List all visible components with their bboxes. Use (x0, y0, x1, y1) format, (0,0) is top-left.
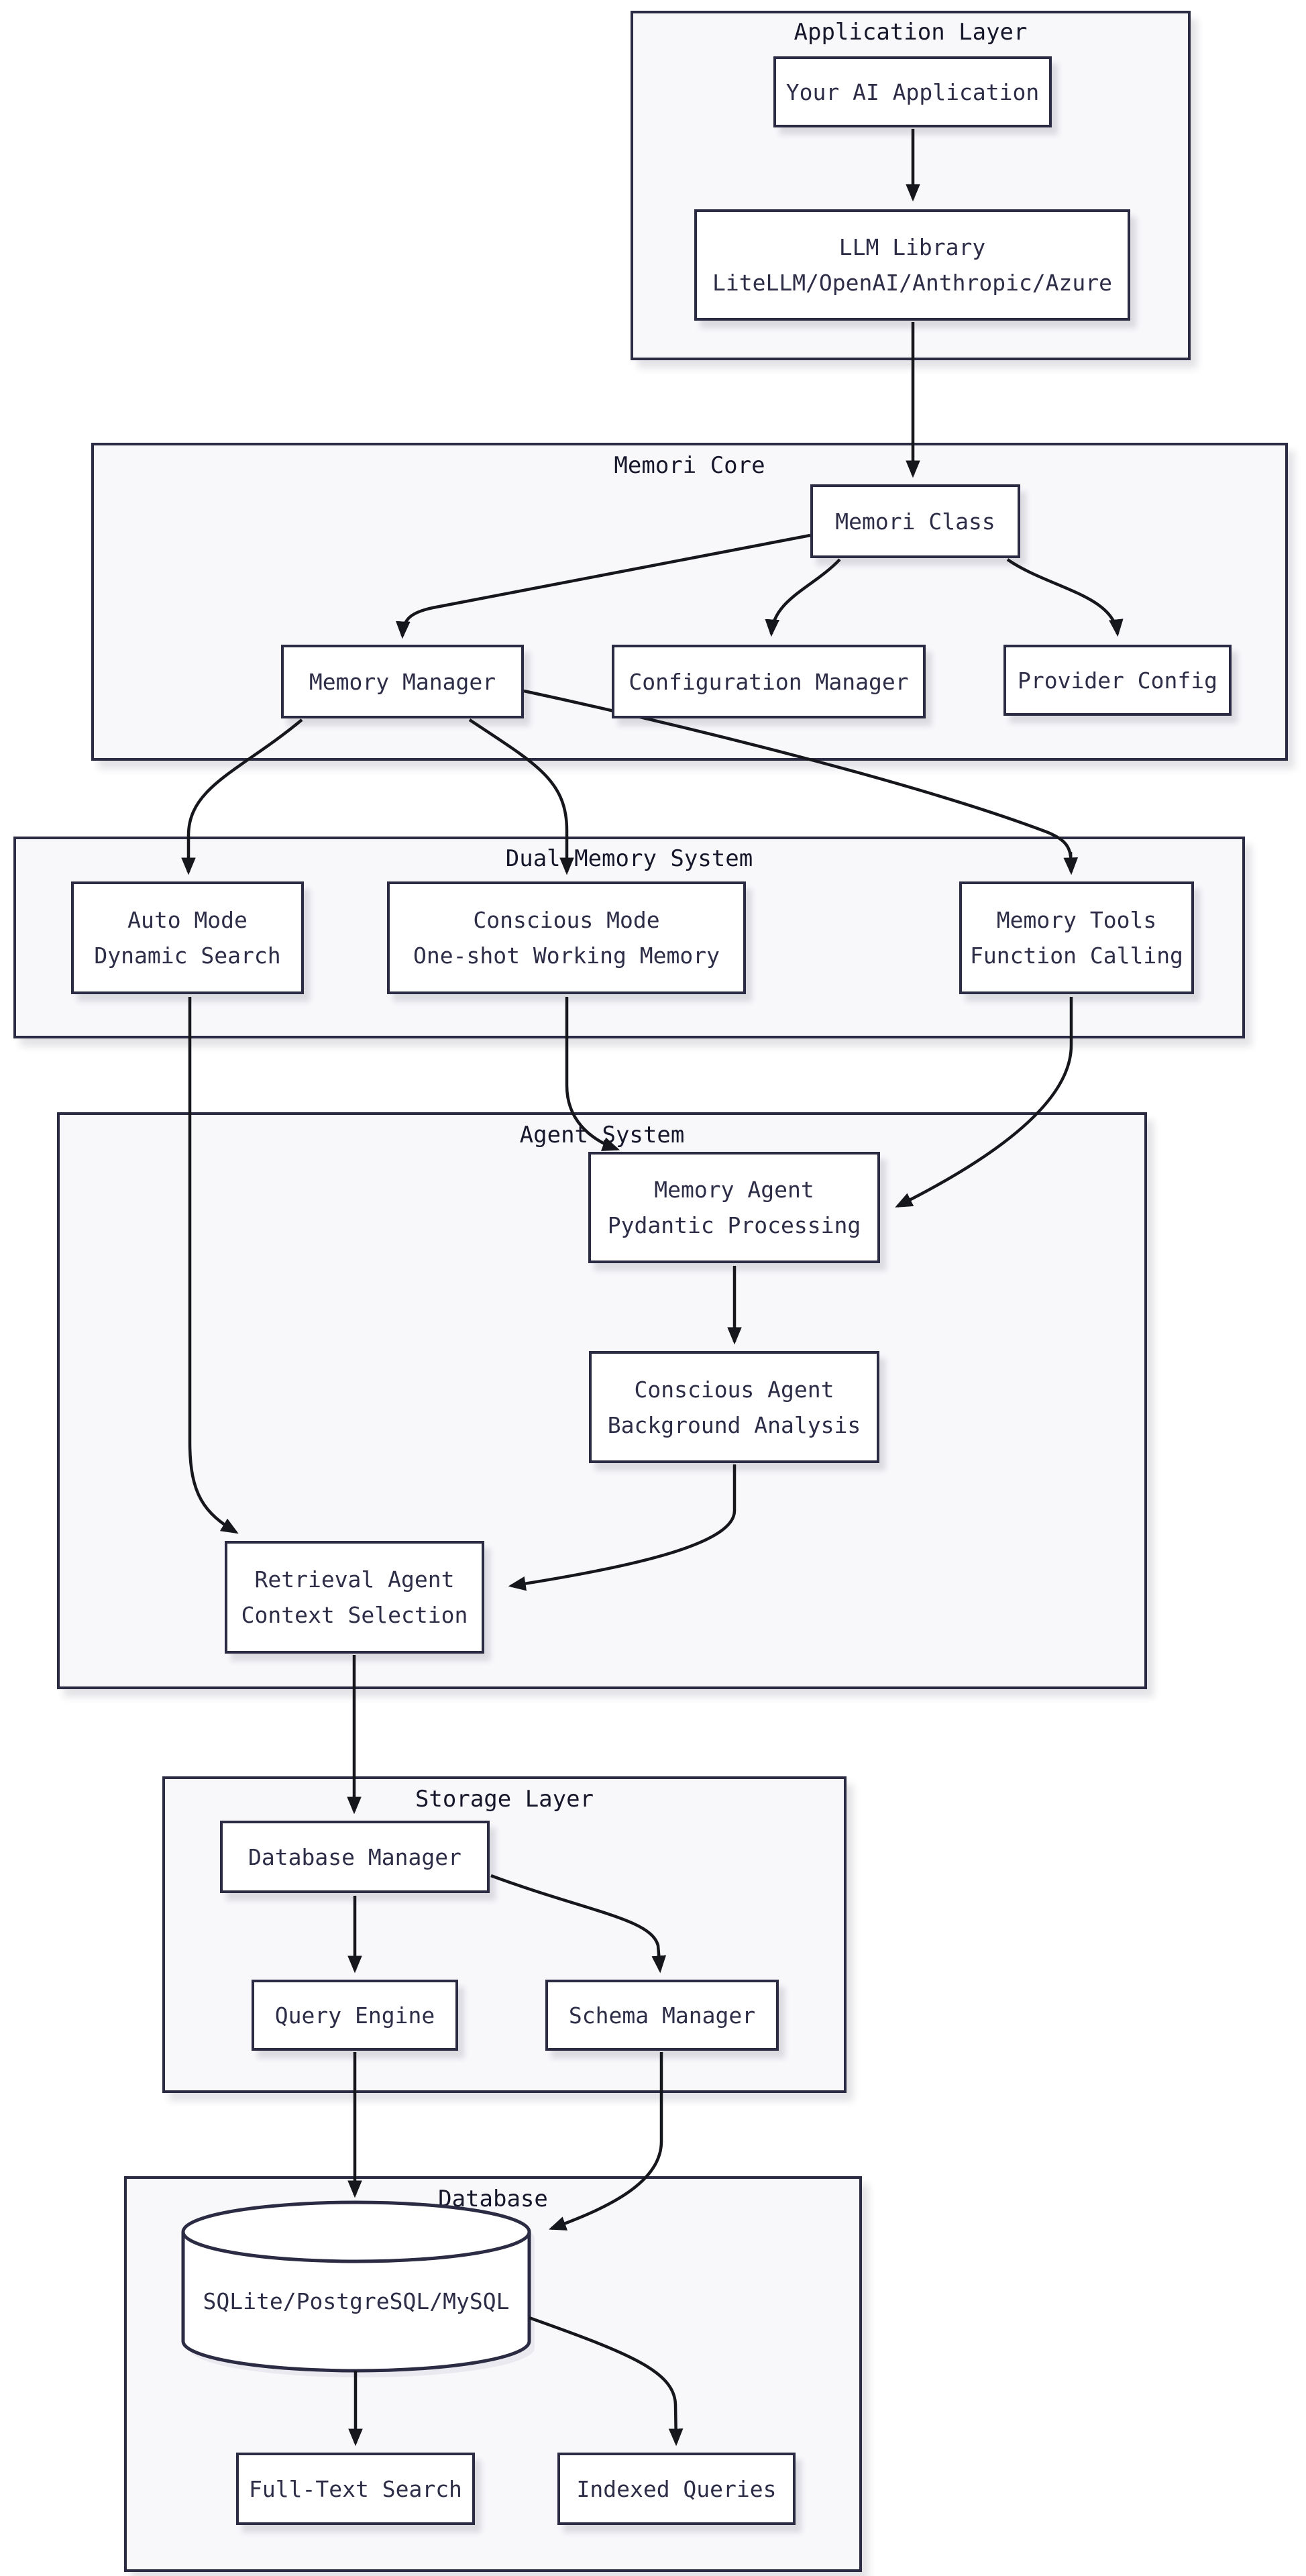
database-cylinder-body (181, 2232, 531, 2373)
node-retrieval-agent: Retrieval Agent Context Selection (225, 1541, 484, 1654)
node-conscious-agent: Conscious Agent Background Analysis (589, 1351, 879, 1463)
node-conscious-mode: Conscious Mode One-shot Working Memory (387, 881, 746, 994)
node-sublabel: One-shot Working Memory (413, 943, 720, 969)
node-label: LLM Library (838, 234, 986, 260)
node-label: Retrieval Agent (254, 1566, 455, 1593)
container-label-memori-core: Memori Core (614, 452, 765, 479)
node-auto-mode: Auto Mode Dynamic Search (71, 881, 304, 994)
database-cylinder-top (181, 2200, 531, 2263)
node-configuration-manager: Configuration Manager (612, 645, 926, 718)
node-database-manager: Database Manager (220, 1821, 490, 1893)
node-label: Full-Text Search (249, 2475, 462, 2502)
node-label: Memori Class (835, 508, 995, 535)
node-memory-agent: Memory Agent Pydantic Processing (588, 1152, 880, 1263)
node-your-ai-application: Your AI Application (773, 56, 1052, 127)
node-database-cylinder-label: SQLite/PostgreSQL/MySQL (183, 2277, 529, 2324)
node-label: Schema Manager (568, 2002, 756, 2029)
node-memory-tools: Memory Tools Function Calling (959, 881, 1194, 994)
node-sublabel: Context Selection (241, 1602, 468, 1628)
node-label: Memory Agent (654, 1177, 814, 1203)
node-label: Query Engine (274, 2002, 435, 2029)
node-sublabel: Pydantic Processing (607, 1212, 861, 1238)
node-provider-config: Provider Config (1003, 645, 1232, 716)
node-label: Configuration Manager (629, 668, 909, 695)
node-label: Conscious Mode (473, 907, 660, 933)
node-memory-manager: Memory Manager (281, 645, 524, 718)
node-query-engine: Query Engine (252, 1980, 458, 2051)
node-llm-library: LLM Library LiteLLM/OpenAI/Anthropic/Azu… (694, 209, 1130, 321)
node-full-text-search: Full-Text Search (236, 2453, 475, 2525)
container-label-application-layer: Application Layer (794, 19, 1028, 46)
node-label: Database Manager (248, 1843, 461, 1870)
node-label: SQLite/PostgreSQL/MySQL (203, 2288, 510, 2314)
node-sublabel: LiteLLM/OpenAI/Anthropic/Azure (712, 270, 1113, 296)
node-label: Your AI Application (785, 78, 1040, 105)
container-label-storage-layer: Storage Layer (415, 1786, 594, 1813)
node-sublabel: Function Calling (970, 943, 1183, 969)
node-sublabel: Background Analysis (607, 1411, 861, 1438)
node-schema-manager: Schema Manager (545, 1980, 779, 2051)
node-label: Provider Config (1017, 667, 1217, 694)
node-label: Memory Manager (309, 668, 496, 695)
node-sublabel: Dynamic Search (94, 943, 281, 969)
node-label: Indexed Queries (576, 2475, 777, 2502)
node-label: Memory Tools (996, 907, 1157, 933)
node-label: Auto Mode (127, 907, 248, 933)
node-indexed-queries: Indexed Queries (557, 2453, 796, 2525)
node-memori-class: Memori Class (810, 484, 1020, 558)
node-label: Conscious Agent (634, 1376, 834, 1403)
